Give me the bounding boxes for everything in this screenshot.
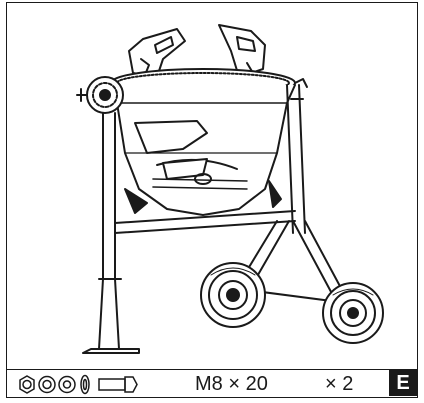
spring-washer-icon <box>38 375 56 394</box>
parts-footer: M8 × 20 × 2 E <box>7 369 417 397</box>
hex-nut-icon <box>19 375 35 394</box>
wheel-left <box>200 262 266 328</box>
quantity-label: × 2 <box>325 373 354 395</box>
washer-side-icon <box>80 374 90 395</box>
drive-gear <box>76 76 124 114</box>
wheel-right <box>322 282 384 344</box>
mixer-drum <box>110 68 296 216</box>
bolt-icon <box>98 376 138 393</box>
hardware-icons <box>19 374 138 395</box>
tilt-handle <box>290 78 308 100</box>
concrete-mixer-illustration <box>76 24 384 354</box>
flat-washer-icon <box>58 375 76 394</box>
bolt-spec: M8 × 20 <box>195 373 268 395</box>
diagram-frame: M8 × 20 × 2 E <box>6 2 418 398</box>
section-badge: E <box>389 370 417 396</box>
mixer-frame <box>82 84 350 354</box>
